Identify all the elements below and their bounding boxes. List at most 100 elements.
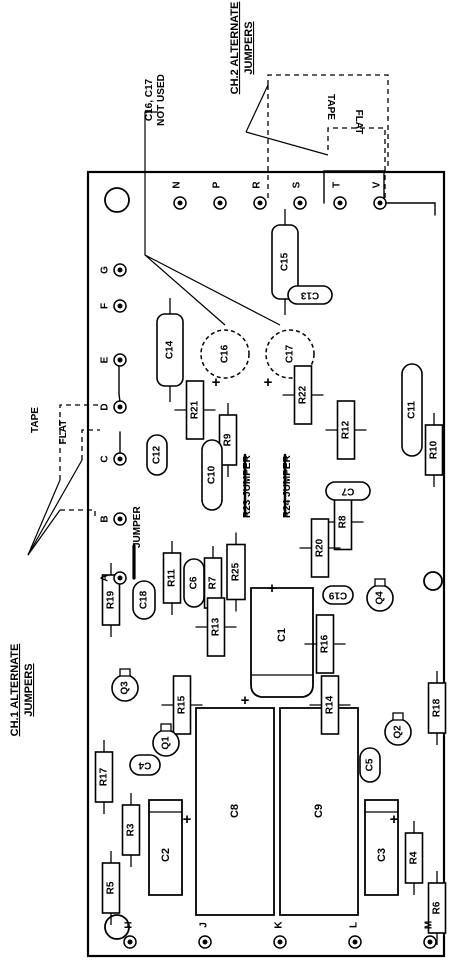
ch1-jumpers-label: JUMPERS — [23, 663, 35, 716]
transistor-q1: Q1 — [152, 723, 180, 757]
transistor-q1-label: Q1 — [161, 736, 172, 750]
terminal-n: N — [172, 181, 187, 210]
capacitor-c12: C12 — [146, 434, 168, 476]
c16-c17-leaders — [144, 111, 281, 326]
resistor-r7-label: R7 — [208, 576, 219, 589]
jumper-label: JUMPER — [132, 506, 143, 548]
mounting-hole — [423, 571, 443, 591]
capacitor-c11: C11 — [401, 363, 423, 457]
terminal-b: B — [100, 512, 127, 526]
resistor-r15: R15 — [161, 675, 203, 735]
ch2-jumpers-label: JUMPERS — [243, 21, 255, 74]
transistor-q2-label: Q2 — [393, 725, 404, 739]
terminal-h: H — [123, 921, 137, 949]
capacitor-c1: C1 — [250, 587, 314, 698]
c16-c17-label: C16, C17 — [144, 78, 155, 121]
terminal-t: T — [332, 182, 347, 210]
terminal-k-label: K — [274, 921, 285, 929]
polarity-mark: + — [268, 580, 277, 597]
transistor-q4: Q4 — [366, 578, 394, 612]
flat-ch1-label: FLAT — [58, 420, 69, 445]
resistor-r5-label: R5 — [106, 881, 117, 894]
terminal-t-label: T — [332, 182, 343, 188]
terminal-l: L — [348, 922, 362, 949]
capacitor-c11-label: C11 — [407, 401, 418, 419]
terminal-s-label: S — [292, 181, 303, 188]
ch2-alternate-label: CH.2 ALTERNATE — [229, 2, 241, 95]
capacitor-c14-label: C14 — [165, 340, 176, 359]
resistor-r20-label: R20 — [315, 538, 326, 557]
resistor-r19-label: R19 — [106, 590, 117, 609]
ch1-jumper-leaders — [27, 459, 83, 556]
resistor-r13-label: R13 — [211, 617, 222, 636]
capacitor-c15-label: C15 — [280, 252, 291, 271]
terminal-g-label: G — [100, 266, 111, 274]
capacitor-c3: C3 — [364, 799, 399, 896]
resistor-r6: R6 — [427, 871, 447, 945]
capacitor-c6-label: C6 — [189, 576, 200, 589]
resistor-r22-label: R22 — [298, 385, 309, 404]
resistor-r19: R19 — [101, 563, 121, 637]
terminal-l-label: L — [349, 922, 360, 928]
transistor-q2: Q2 — [384, 712, 412, 746]
terminal-f: F — [100, 299, 127, 313]
resistor-r20: R20 — [299, 518, 341, 578]
resistor-r16-label: R16 — [320, 634, 331, 653]
resistor-r4: R4 — [404, 821, 424, 895]
capacitor-c2-label: C2 — [160, 848, 172, 862]
terminal-d-label: D — [100, 403, 111, 410]
resistor-r18-label: R18 — [432, 698, 443, 717]
capacitor-c13: C13 — [287, 285, 333, 305]
resistor-r6-label: R6 — [432, 901, 443, 914]
terminal-m-label: M — [424, 921, 435, 929]
resistor-r25: R25 — [226, 532, 246, 612]
terminal-g: G — [100, 263, 127, 277]
flat-ch2-label: FLAT — [353, 110, 364, 135]
not-used-label: NOT USED — [156, 74, 167, 126]
terminal-c: C — [100, 452, 127, 466]
terminal-n-label: N — [172, 181, 183, 188]
transistor-q3-label: Q3 — [120, 681, 131, 695]
terminal-v-label: V — [372, 181, 383, 188]
resistor-r10-label: R10 — [429, 440, 440, 459]
resistor-r9: R9 — [218, 403, 238, 477]
resistor-r15-label: R15 — [177, 695, 188, 714]
tape-ch2-label: TAPE — [325, 94, 336, 120]
resistor-r21-label: R21 — [190, 400, 201, 419]
capacitor-c8-body — [195, 707, 275, 916]
mounting-hole — [104, 187, 130, 213]
resistor-r17: R17 — [94, 740, 114, 814]
terminal-v: V — [372, 181, 387, 210]
transistor-q3: Q3 — [111, 668, 139, 702]
capacitor-c5: C5 — [359, 747, 381, 783]
terminal-r: R — [252, 181, 267, 210]
resistor-r3: R3 — [121, 793, 141, 867]
resistor-r11-label: R11 — [167, 569, 178, 587]
capacitor-c10-label: C10 — [207, 465, 218, 484]
capacitor-c7: C7 — [325, 481, 371, 501]
terminal-a: A — [100, 571, 127, 585]
capacitor-c18: C18 — [132, 580, 156, 620]
polarity-mark: + — [241, 692, 250, 709]
terminal-b-label: B — [100, 515, 111, 522]
capacitor-c9-body — [279, 707, 359, 916]
jumper-wires — [118, 170, 436, 580]
terminal-p-label: P — [212, 181, 223, 188]
resistor-r9-label: R9 — [223, 433, 234, 446]
capacitor-c10: C10 — [201, 439, 223, 511]
resistor-r11: R11 — [162, 541, 182, 615]
resistor-r18: R18 — [427, 671, 447, 745]
board-outline — [86, 170, 446, 958]
resistor-r22: R22 — [282, 365, 324, 425]
capacitor-c13-label: C13 — [300, 290, 319, 301]
ch2-dashed-jumper-paths — [267, 74, 389, 205]
terminal-a-label: A — [100, 574, 111, 581]
polarity-mark: + — [212, 374, 221, 391]
resistor-r17-label: R17 — [99, 767, 110, 786]
capacitor-c19-label: C19 — [328, 590, 347, 601]
